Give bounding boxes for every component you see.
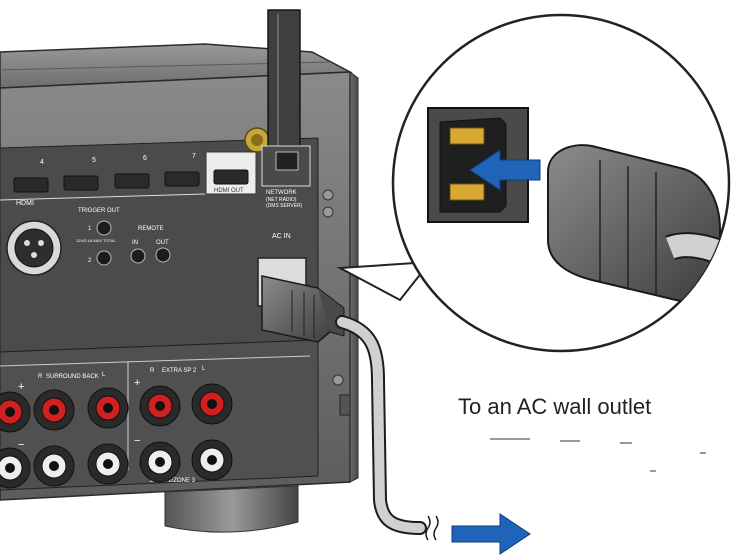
network-sub-label: (NET RADIO) [266, 197, 297, 203]
left-label: L [102, 372, 106, 378]
pin-gold [449, 127, 485, 145]
hdmi-port-icon [63, 175, 99, 191]
decorative-dots [490, 438, 706, 472]
trigger-out-section: TRIGGER OUT 1 2 12V/0.1A MAX TOTAL [76, 208, 120, 266]
speaker-binding-post [33, 445, 75, 487]
ethernet-port-icon [275, 151, 299, 171]
trigger-jack [96, 250, 112, 266]
extra-sp-label: EXTRA SP 2 [162, 368, 197, 374]
zone-label: ZONE 2/ZONE 3 [150, 478, 196, 484]
port-label-6: 6 [143, 155, 147, 162]
power-cord [335, 315, 439, 541]
speaker-binding-post [0, 447, 31, 489]
speaker-terminal-section: SURROUND BACK EXTRA SP 2 ZONE 2/ZONE 3 +… [0, 355, 311, 489]
right-label: R [150, 368, 155, 374]
remote-label: REMOTE [138, 226, 164, 232]
insert-arrow-icon [469, 149, 541, 191]
network-section: NETWORK (NET RADIO) (DMS SERVER) [261, 145, 311, 209]
receiver-foot [164, 485, 299, 533]
speaker-binding-post [33, 389, 75, 431]
trigger-1-label: 1 [88, 226, 92, 232]
left-label: L [202, 366, 206, 372]
pin-gold [449, 183, 485, 201]
trigger-out-label: TRIGGER OUT [78, 208, 120, 214]
network-label: NETWORK [266, 190, 297, 196]
plus-label: + [134, 377, 140, 389]
hdmi-port-icon [213, 169, 249, 185]
speaker-binding-post [139, 385, 181, 427]
surround-back-label: SURROUND BACK [46, 374, 99, 380]
screw [322, 189, 334, 201]
screw [322, 206, 334, 218]
wifi-antenna [244, 9, 301, 163]
hdmi-port-icon [13, 177, 49, 193]
zoom-callout [336, 13, 731, 353]
remote-jack [130, 248, 146, 264]
xlr-connector [6, 220, 62, 276]
speaker-binding-post [191, 439, 233, 481]
remote-out-label: OUT [156, 240, 169, 246]
hdmi-port-icon [164, 171, 200, 187]
remote-section: REMOTE IN OUT [130, 226, 171, 264]
speaker-binding-post [139, 441, 181, 483]
trigger-spec-label: 12V/0.1A MAX TOTAL [76, 238, 116, 243]
port-label-5: 5 [92, 157, 96, 164]
hdmi-section: 4 5 6 7 HDMI HDMI OUT [0, 151, 257, 207]
remote-in-label: IN [132, 240, 138, 246]
port-label-4: 4 [40, 159, 44, 166]
caption-text: To an AC wall outlet [458, 394, 652, 419]
minus-label: − [134, 435, 140, 447]
speaker-binding-post [87, 443, 129, 485]
screw [332, 374, 344, 386]
trigger-2-label: 2 [88, 258, 92, 264]
port-label-7: 7 [192, 153, 196, 160]
minus-label: − [18, 439, 24, 451]
hdmi-label: HDMI [16, 200, 34, 207]
ac-in-label: AC IN [272, 233, 291, 240]
remote-jack [155, 247, 171, 263]
hdmi-port-icon [114, 173, 150, 189]
direction-arrow-icon [451, 513, 531, 555]
trigger-jack [96, 220, 112, 236]
right-label: R [38, 374, 43, 380]
hdmi-out-label: HDMI OUT [214, 188, 244, 194]
network-sub2-label: (DMS SERVER) [266, 203, 303, 209]
speaker-binding-post [0, 391, 31, 433]
plus-label: + [18, 381, 24, 393]
speaker-binding-post [87, 387, 129, 429]
speaker-binding-post [191, 383, 233, 425]
